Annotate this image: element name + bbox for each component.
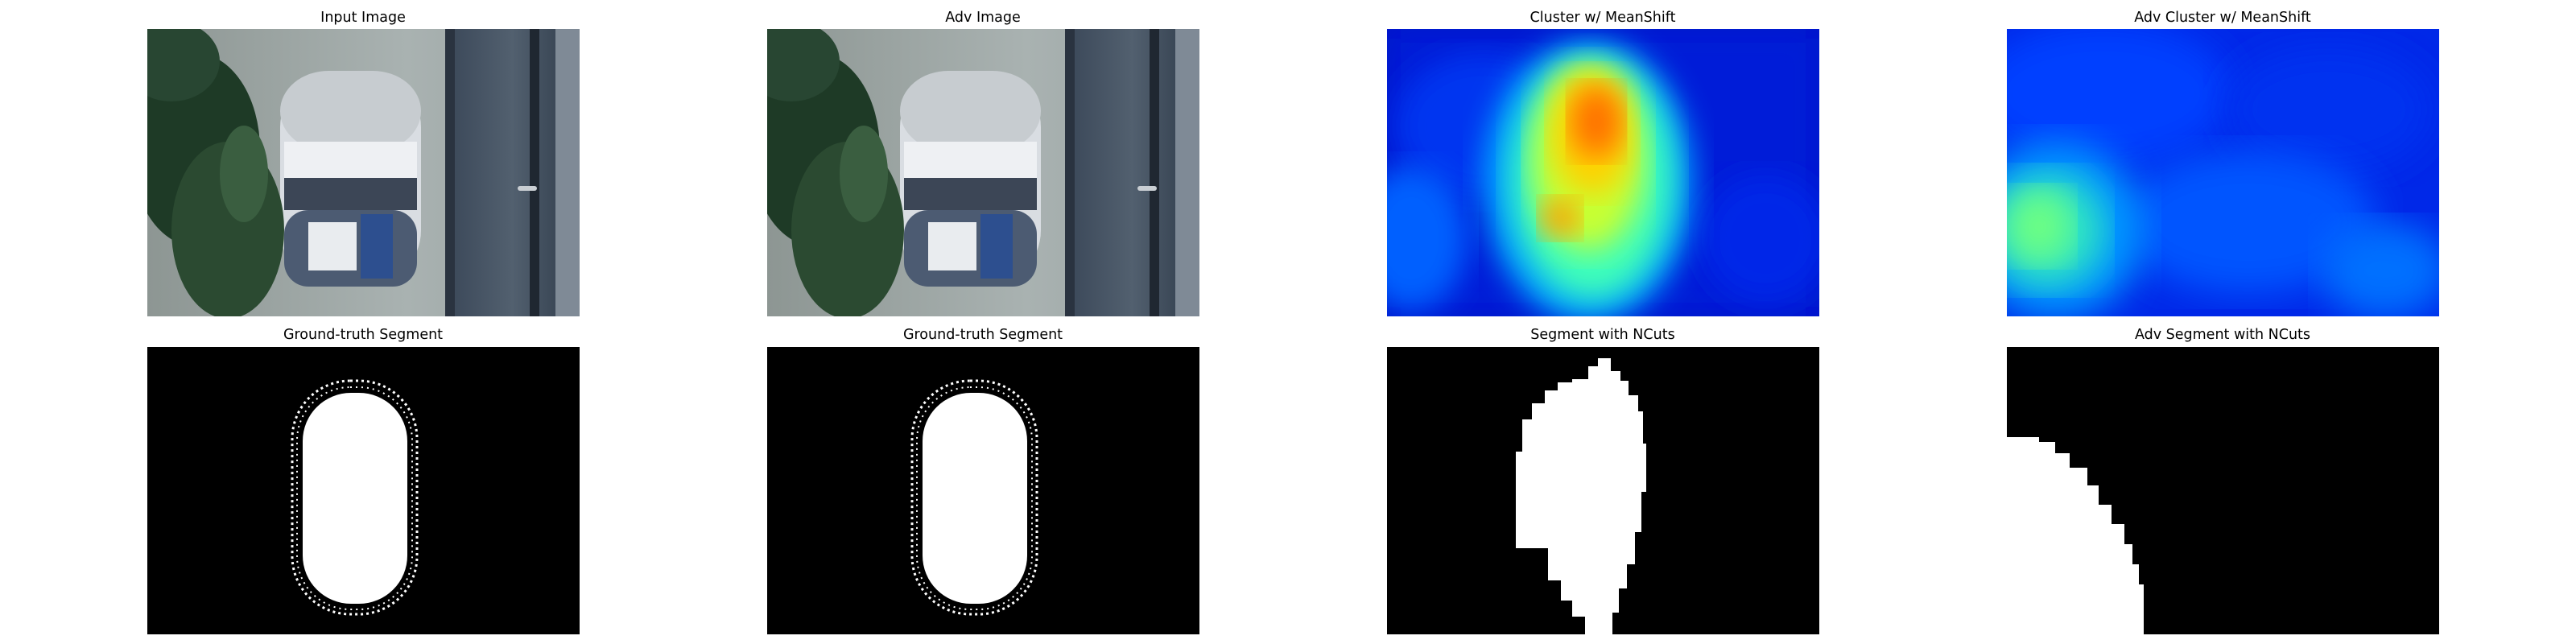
adv-cluster-meanshift-panel [2007, 29, 2439, 316]
input-image-panel [147, 29, 580, 316]
panel-title-ground-truth-2: Ground-truth Segment [902, 327, 1063, 343]
adv-segment-ncuts-panel [2007, 347, 2439, 634]
input-image-photo [147, 29, 580, 316]
panel-title-input-image: Input Image [320, 10, 406, 26]
cluster-meanshift-heatmap [1387, 29, 1819, 316]
panel-title-ground-truth-1: Ground-truth Segment [283, 327, 444, 343]
panel-title-adv-segment-ncuts: Adv Segment with NCuts [2134, 327, 2311, 343]
segment-ncuts-panel [1387, 347, 1819, 634]
ground-truth-mask-2 [767, 347, 1199, 634]
adv-segment-ncuts-mask [2007, 347, 2439, 634]
ground-truth-segment-panel-1 [147, 347, 580, 634]
adv-image-photo [767, 29, 1199, 316]
panel-title-cluster-meanshift: Cluster w/ MeanShift [1530, 10, 1676, 26]
cluster-meanshift-panel [1387, 29, 1819, 316]
segment-ncuts-mask [1387, 347, 1819, 634]
panel-title-segment-ncuts: Segment with NCuts [1530, 327, 1675, 343]
adv-image-panel [767, 29, 1199, 316]
ground-truth-segment-panel-2 [767, 347, 1199, 634]
ground-truth-mask-1 [147, 347, 580, 634]
adv-cluster-meanshift-heatmap [2007, 29, 2439, 316]
panel-title-adv-cluster-meanshift: Adv Cluster w/ MeanShift [2134, 10, 2311, 26]
panel-title-adv-image: Adv Image [945, 10, 1021, 26]
